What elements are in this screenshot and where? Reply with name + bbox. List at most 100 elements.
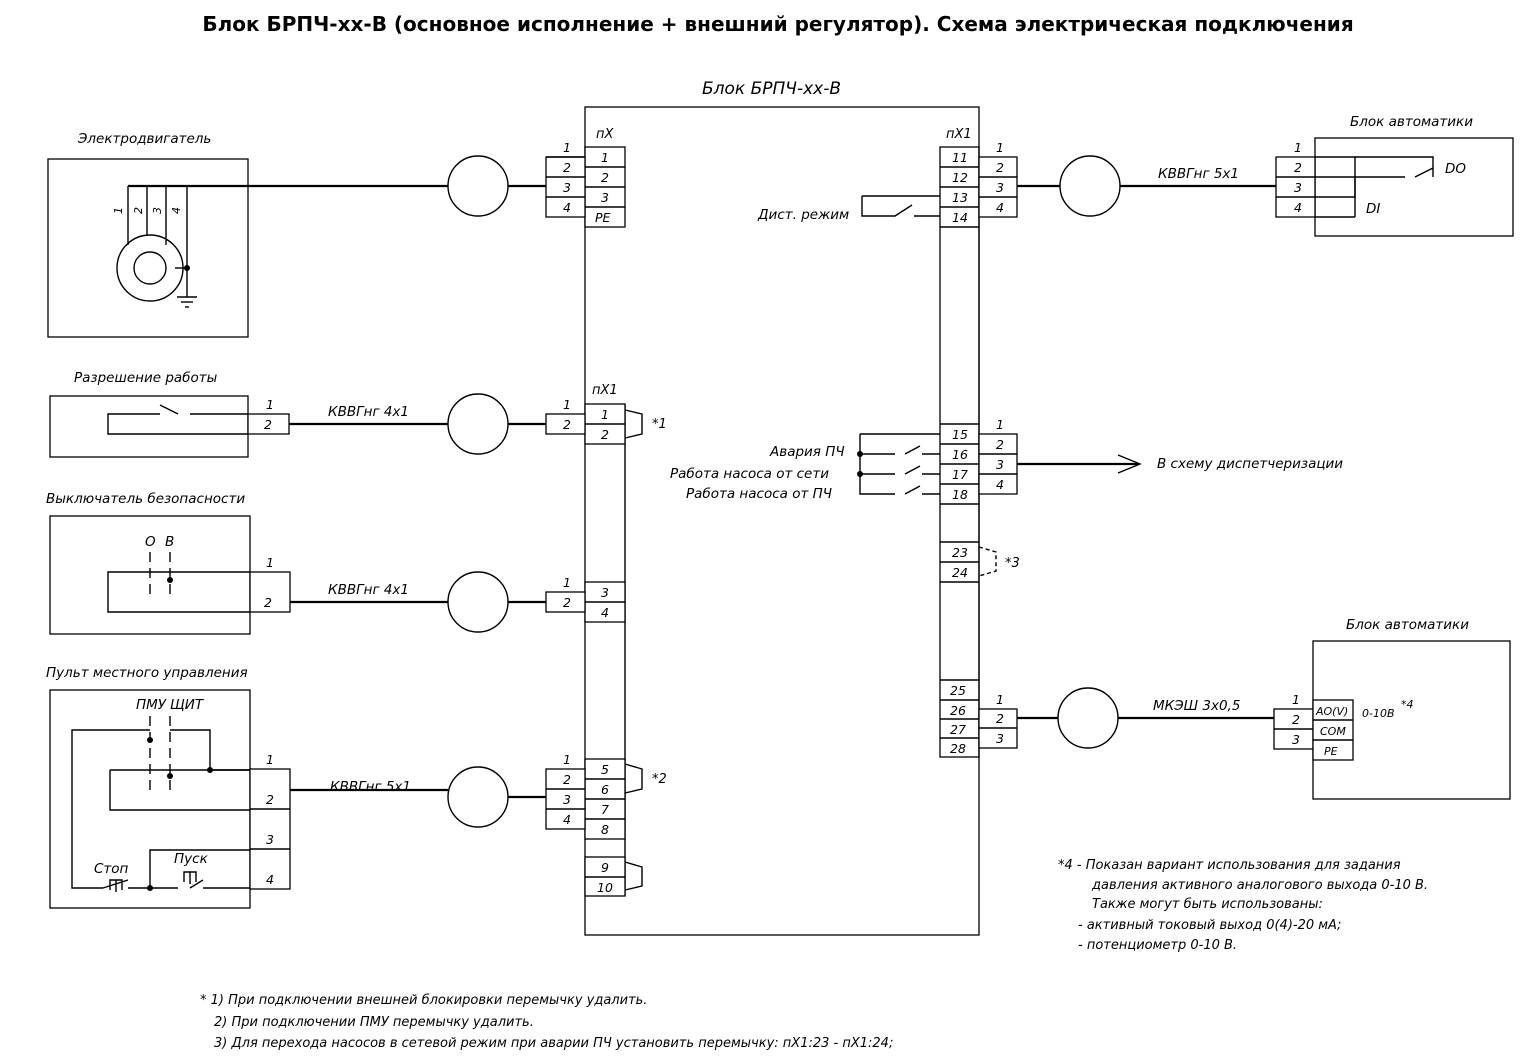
remote-mode-switch <box>861 195 940 217</box>
svg-text:Также могут быть использованы:: Также могут быть использованы: <box>1092 897 1323 912</box>
svg-text:2: 2 <box>996 437 1004 452</box>
svg-text:4: 4 <box>563 200 571 215</box>
svg-text:1: 1 <box>563 575 571 590</box>
run-permit-cable-gland <box>447 393 509 455</box>
terminal-nx1-14: 14 <box>952 210 968 225</box>
svg-text:3: 3 <box>563 180 571 195</box>
panel-shchit: ЩИТ <box>170 697 205 713</box>
svg-text:1: 1 <box>112 207 125 214</box>
svg-text:2: 2 <box>266 792 274 807</box>
automation-top-box <box>1314 137 1514 237</box>
connector-automation-top-out: 1 2 3 4 <box>978 140 1018 218</box>
terminal-nx1-17: 17 <box>952 467 968 482</box>
run-permit-contact <box>107 404 248 435</box>
panel-cable-gland <box>447 766 509 828</box>
main-unit-label: Блок БРПЧ-хх-В <box>702 79 841 99</box>
svg-text:4: 4 <box>170 207 183 214</box>
jumper-9-10 <box>624 861 643 891</box>
dispatch-target: В схему диспетчеризации <box>1157 456 1343 472</box>
svg-text:2: 2 <box>563 772 571 787</box>
svg-text:- потенциометр 0-10 В.: - потенциометр 0-10 В. <box>1078 938 1237 953</box>
mark-2: *2 <box>652 772 667 787</box>
strip-nx-label: пХ <box>596 127 614 142</box>
page-title: Блок БРПЧ-хх-В (основное исполнение + вн… <box>202 12 1354 36</box>
terminal-nx1-10: 10 <box>597 880 613 895</box>
automation-range: 0-10В <box>1362 707 1395 720</box>
svg-text:1: 1 <box>563 752 571 767</box>
svg-text:3: 3 <box>996 457 1004 472</box>
jumper-5-6 <box>624 763 643 794</box>
svg-text:1: 1 <box>266 752 274 767</box>
local-panel-label: Пульт местного управления <box>46 665 248 681</box>
svg-text:3: 3 <box>996 180 1004 195</box>
automation-di: DI <box>1366 201 1380 217</box>
terminal-nx1-27: 27 <box>950 722 966 737</box>
automation-top-label: Блок автоматики <box>1350 114 1473 130</box>
svg-text:2: 2 <box>996 711 1004 726</box>
svg-text:1: 1 <box>996 417 1004 432</box>
svg-text:* 1) При подключении внешней б: * 1) При подключении внешней блокировки … <box>200 993 647 1008</box>
panel-start-label: Пуск <box>174 851 209 867</box>
svg-text:3: 3 <box>151 207 164 214</box>
terminal-nx1-16: 16 <box>952 447 968 462</box>
automation-bottom-cable: МКЭШ 3х0,5 <box>1153 698 1240 714</box>
svg-text:3: 3 <box>1292 732 1300 747</box>
automation-do: DO <box>1445 161 1466 177</box>
svg-text:1: 1 <box>1294 140 1302 155</box>
run-permit-box <box>49 395 249 458</box>
svg-text:4: 4 <box>266 872 274 887</box>
connector-run-permit-in: 1 2 <box>545 397 586 435</box>
svg-text:1: 1 <box>996 140 1004 155</box>
panel-cable: КВВГнг 5х1 <box>330 779 411 795</box>
run-permit-label: Разрешение работы <box>74 370 218 386</box>
svg-text:2: 2 <box>1292 712 1300 727</box>
terminal-nx1-1: 1 <box>601 407 609 422</box>
svg-text:2: 2 <box>264 417 272 432</box>
terminal-strip-nx1-left: 1 2 3 4 5 6 7 8 9 10 <box>584 403 626 897</box>
svg-text:1: 1 <box>996 692 1004 707</box>
terminal-strip-nx1-right: 11 12 13 14 15 16 17 18 23 24 25 26 27 2… <box>939 146 980 758</box>
svg-text:3) Для перехода насосов в сете: 3) Для перехода насосов в сетевой режим … <box>214 1036 893 1051</box>
motor-symbol: 1 2 3 4 <box>112 186 197 308</box>
svg-text:1: 1 <box>1292 692 1300 707</box>
svg-text:4: 4 <box>996 200 1004 215</box>
svg-text:2: 2 <box>563 595 571 610</box>
svg-text:2: 2 <box>132 207 145 214</box>
svg-text:3: 3 <box>266 832 274 847</box>
svg-text:3: 3 <box>1294 180 1302 195</box>
svg-text:*4 - Показан вариант использов: *4 - Показан вариант использования для з… <box>1058 858 1401 873</box>
terminal-strip-nx: 1 2 3 PE <box>584 146 626 228</box>
note-4: *4 - Показан вариант использования для з… <box>1058 858 1428 953</box>
terminal-nx1-15: 15 <box>952 427 968 442</box>
automation-top-contacts <box>1315 156 1434 218</box>
terminal-nx1-5: 5 <box>601 762 609 777</box>
automation-top-cable-gland <box>1059 155 1121 217</box>
panel-stop-label: Стоп <box>94 861 129 877</box>
safety-cable: КВВГнг 4х1 <box>328 582 409 598</box>
motor-cable-gland <box>447 155 509 217</box>
automation-top-cable: КВВГнг 5х1 <box>1158 166 1239 182</box>
terminal-nx1-9: 9 <box>601 860 609 875</box>
motor-label: Электродвигатель <box>77 131 211 147</box>
connector-safety-in: 1 2 <box>545 575 586 613</box>
terminal-nx1-7: 7 <box>601 802 609 817</box>
terminal-nx-1: 1 <box>601 150 609 165</box>
connector-automation-bottom-out: 1 2 3 <box>978 692 1018 749</box>
svg-text:2: 2 <box>563 160 571 175</box>
svg-text:3: 3 <box>996 731 1004 746</box>
terminal-nx1-23: 23 <box>952 545 968 560</box>
terminal-nx1-28: 28 <box>950 741 966 756</box>
mark-1: *1 <box>652 417 667 432</box>
connector-nx-external: 1 2 3 4 <box>545 140 586 218</box>
strip-nx1-left-label: пХ1 <box>592 383 618 398</box>
svg-text:1: 1 <box>563 397 571 412</box>
terminal-nx1-18: 18 <box>952 487 968 502</box>
svg-text:1: 1 <box>266 555 274 570</box>
terminal-nx1-25: 25 <box>950 683 966 698</box>
connector-dispatch-out: 1 2 3 4 <box>978 417 1018 495</box>
footnotes: * 1) При подключении внешней блокировки … <box>200 993 893 1051</box>
jumper-23-24 <box>978 546 997 577</box>
dispatch-label-mains: Работа насоса от сети <box>670 466 829 482</box>
safety-cable-gland <box>447 571 509 633</box>
